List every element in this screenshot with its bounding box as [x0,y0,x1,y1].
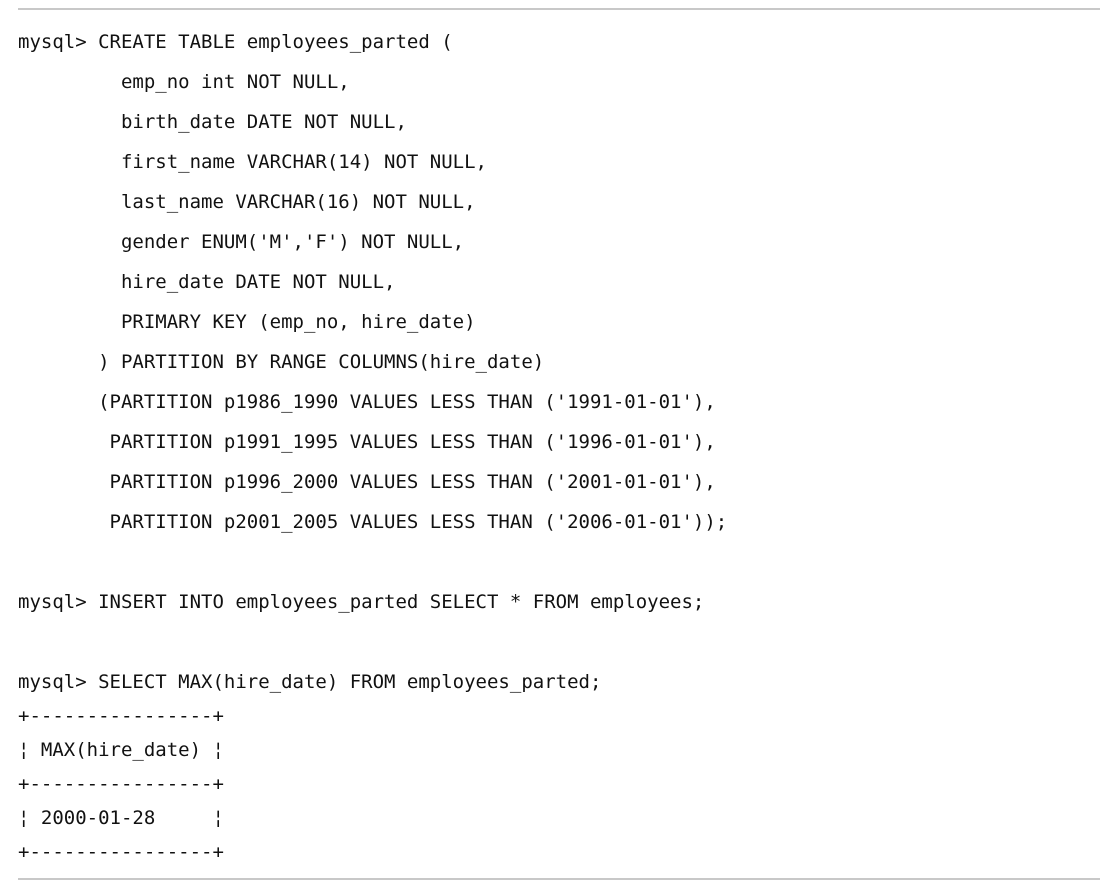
code-line: PARTITION p1996_2000 VALUES LESS THAN ('… [18,471,716,493]
table-row: ¦ 2000-01-28 ¦ [18,807,224,829]
bottom-divider [18,878,1100,880]
code-line: mysql> CREATE TABLE employees_parted ( [18,31,453,53]
code-line: PARTITION p2001_2005 VALUES LESS THAN ('… [18,511,728,533]
blank-line [18,622,1098,662]
table-header-row: ¦ MAX(hire_date) ¦ [18,739,224,761]
code-line: ) PARTITION BY RANGE COLUMNS(hire_date) [18,351,545,373]
code-line: PRIMARY KEY (emp_no, hire_date) [18,311,476,333]
code-line: (PARTITION p1986_1990 VALUES LESS THAN (… [18,391,716,413]
table-border: +----------------+ [18,773,224,795]
code-line: first_name VARCHAR(14) NOT NULL, [18,151,487,173]
code-line: emp_no int NOT NULL, [18,71,350,93]
code-line: birth_date DATE NOT NULL, [18,111,407,133]
table-border: +----------------+ [18,705,224,727]
code-line: PARTITION p1991_1995 VALUES LESS THAN ('… [18,431,716,453]
code-line: mysql> SELECT MAX(hire_date) FROM employ… [18,671,602,693]
code-listing: mysql> CREATE TABLE employees_parted ( e… [18,22,1098,702]
code-line: gender ENUM('M','F') NOT NULL, [18,231,465,253]
query-result-table: +----------------+ ¦ MAX(hire_date) ¦ +-… [18,699,224,869]
blank-line [18,542,1098,582]
top-divider [18,8,1100,10]
code-line: hire_date DATE NOT NULL, [18,271,396,293]
code-line: last_name VARCHAR(16) NOT NULL, [18,191,476,213]
code-line: mysql> INSERT INTO employees_parted SELE… [18,591,705,613]
table-border: +----------------+ [18,841,224,863]
